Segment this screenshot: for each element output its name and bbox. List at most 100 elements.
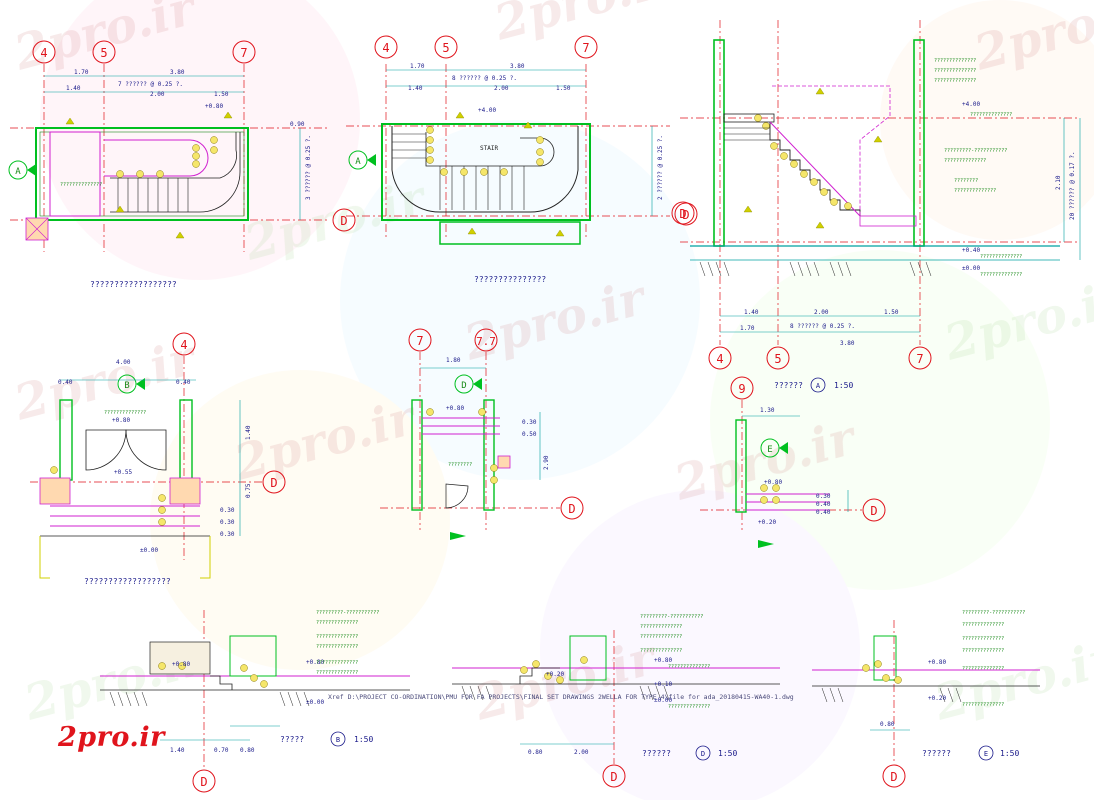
dim-label: 2.10 (1055, 175, 1062, 190)
dim-label: 0.30 (220, 531, 235, 538)
annotation: ?????????????? (668, 704, 710, 710)
grid-label: D (870, 504, 877, 518)
level-label: +0.80 (112, 417, 130, 424)
level-label: ±0.00 (654, 697, 672, 704)
dim-label: 1.80 (446, 357, 461, 364)
annotation: ?????????-??????????? (640, 614, 703, 620)
grid-label: D (200, 775, 207, 789)
level-label: +0.80 (654, 657, 672, 664)
section-marker-label: E (984, 750, 988, 758)
annotation: ?????????????? (962, 648, 1004, 654)
grid-bubble-7-7 (474, 328, 498, 352)
dim-label: 1.30 (760, 407, 775, 414)
dim-label: 3.80 (840, 340, 855, 347)
grid-bubble-d (192, 769, 216, 793)
section-d: D 0.80 2.00 +0.20 +0.80 +0.10 ±0.00 ????… (452, 614, 780, 788)
dim-label: 0.80 (528, 749, 543, 756)
level-label: ±0.00 (140, 547, 158, 554)
dim-label: 0.40 (816, 501, 831, 508)
annotation: ???????? (954, 178, 978, 184)
annotation: ?????????????? (934, 68, 976, 74)
dim-label: 2 ?????? @ 0.25 ?. (657, 135, 664, 200)
level-label: +0.80 (928, 659, 946, 666)
annotation: ?????????????? (962, 702, 1004, 708)
grid-label: D (340, 214, 347, 228)
grid-label: D (610, 770, 617, 784)
grid-bubble-4 (708, 346, 732, 370)
section-b: D 1.40 0.70 0.80 +0.80 +0.80 ±0.00 ?????… (100, 610, 410, 793)
section-marker-b (330, 731, 346, 747)
dim-label: 2.00 (494, 85, 509, 92)
level-label: +4.00 (962, 101, 980, 108)
grid-bubble-4 (374, 35, 398, 59)
annotation: ?????????-??????????? (316, 610, 379, 616)
grid-bubble-d (602, 764, 626, 788)
grid-bubble-7 (232, 40, 256, 64)
dim-label: 0.40 (816, 509, 831, 516)
dim-label: 7 ?????? @ 0.25 ?. (118, 81, 183, 88)
xref-path: Xref D:\PROJECT CO-ORDINATION\PMU FOR FA… (328, 693, 794, 701)
dim-label: 4.00 (116, 359, 131, 366)
level-label: +0.40 (962, 247, 980, 254)
view-title: ????? (280, 735, 304, 744)
grid-bubble-7 (408, 328, 432, 352)
dim-label: 3 ?????? @ 0.25 ?. (305, 135, 312, 200)
section-marker-label: D (461, 381, 466, 391)
grid-label: 4 (382, 41, 389, 55)
plan-first-floor: 4 5 7 D 1.70 3.80 8 ?????? @ 0.25 ?. 1.4… (346, 35, 695, 284)
dim-label: 1.40 (245, 425, 252, 440)
section-marker-label: B (336, 736, 340, 744)
dim-label: 1.50 (556, 85, 571, 92)
grid-bubble-5 (92, 40, 116, 64)
dim-label: 0.30 (220, 519, 235, 526)
dim-label: 0.40 (176, 379, 191, 386)
annotation: ?????????????? (640, 648, 682, 654)
grid-label: 7 (416, 334, 423, 348)
view-scale: 1:50 (354, 735, 373, 744)
dim-label: 2.00 (574, 749, 589, 756)
level-label: +0.80 (446, 405, 464, 412)
grid-label: D (682, 208, 689, 222)
dim-label: 0.70 (214, 747, 229, 754)
plan-ground-floor: 4 5 7 D 1.70 3.80 1.40 7 ?????? @ 0.25 ?… (8, 40, 356, 289)
grid-label: D (679, 207, 686, 221)
level-label: +0.80 (306, 659, 324, 666)
annotation: ?????????????? (316, 620, 358, 626)
dim-label: 0.50 (522, 431, 537, 438)
dim-label: 1.40 (170, 747, 185, 754)
section-marker-e (978, 745, 994, 761)
level-label: ±0.00 (306, 699, 324, 706)
annotation: ?????????????? (316, 660, 358, 666)
annotation: ?????????????? (944, 158, 986, 164)
view-title: ?????? (642, 749, 671, 758)
annotation: ?????????????? (668, 664, 710, 670)
grid-bubble-4 (172, 332, 196, 356)
grid-bubble-5 (766, 346, 790, 370)
dim-label: 2.00 (150, 91, 165, 98)
section-marker-d (695, 745, 711, 761)
annotation: ?????????????? (962, 622, 1004, 628)
dim-label: 0.75 (245, 483, 252, 498)
detail-b-plan: 4 D B 4.00 0.40 0.40 1.40 0.75 0.30 0 (30, 332, 286, 586)
dim-label: 0.30 (522, 419, 537, 426)
dim-label: 0.30 (816, 493, 831, 500)
section-marker-a (810, 377, 826, 393)
site-logo: 2pro.ir (58, 722, 165, 753)
level-label: +4.00 (478, 107, 496, 114)
dim-label: 1.50 (884, 309, 899, 316)
dim-label: 1.70 (74, 69, 89, 76)
view-title: ?????? (774, 381, 803, 390)
level-label: +0.20 (928, 695, 946, 702)
annotation: ?????????????? (640, 624, 682, 630)
dim-label: 1.70 (410, 63, 425, 70)
dim-label: 2.00 (814, 309, 829, 316)
grid-label: 7 (582, 41, 589, 55)
dim-label: 0.80 (240, 747, 255, 754)
grid-label: 5 (100, 46, 107, 60)
dim-label: 1.50 (214, 91, 229, 98)
view-title: ??????????????? (474, 275, 546, 284)
grid-bubble-4 (32, 40, 56, 64)
section-e: D 0.80 +0.80 +0.20 ?????????-???????????… (812, 610, 1040, 788)
grid-bubble-d (671, 201, 695, 225)
